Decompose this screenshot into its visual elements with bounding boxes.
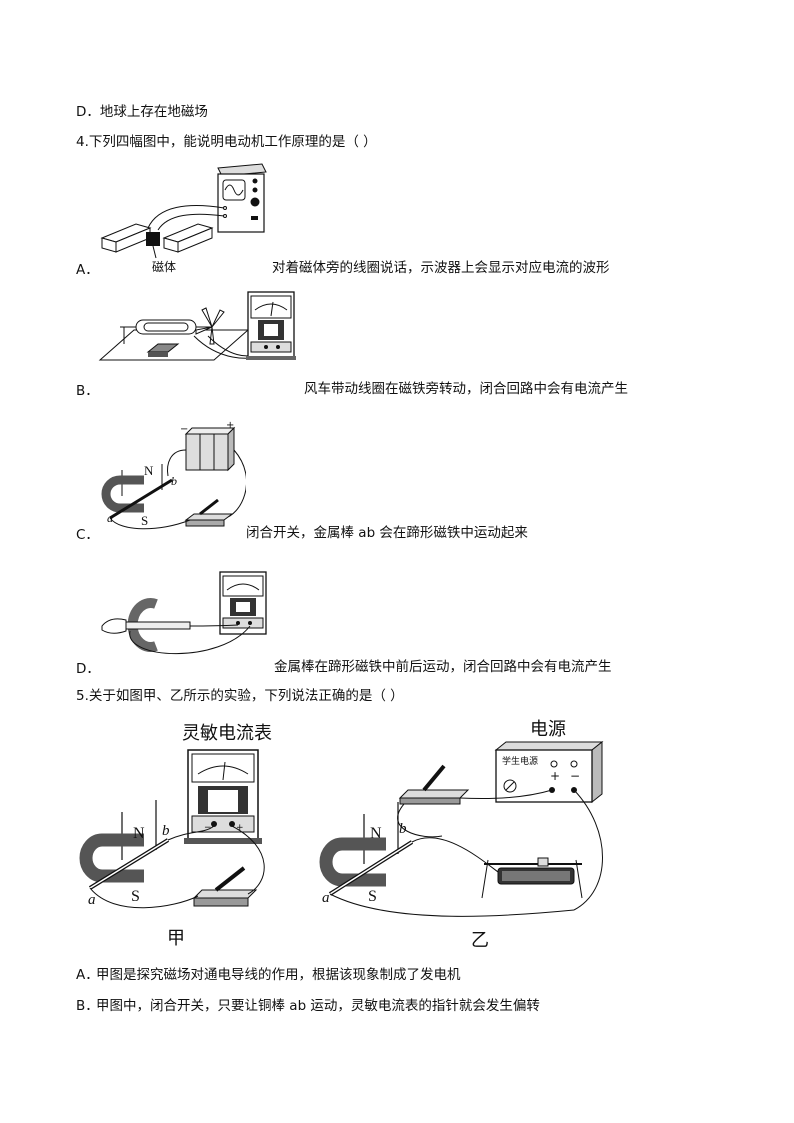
q5yi-source-minus: − (570, 769, 580, 783)
q5yi-label-a: a (322, 890, 330, 906)
q5-option-b-letter: B． (76, 998, 99, 1014)
q4-option-a-text: 对着磁体旁的线圈说话，示波器上会显示对应电流的波形 (272, 260, 610, 276)
q5-caption-yi: 乙 (471, 930, 489, 951)
q5-figure-yi: + − (312, 740, 612, 926)
q4-figure-d (100, 568, 272, 668)
q4-option-c-letter: C． (76, 527, 99, 543)
q3-option-d: D．地球上存在地磁场 (76, 104, 208, 120)
q5jia-label-n: N (133, 825, 145, 842)
q5-caption-jia: 甲 (167, 928, 185, 949)
q4c-battery-minus: − (180, 424, 188, 435)
q4c-label-n: N (144, 463, 154, 478)
q5jia-meter-plus: + (236, 823, 244, 833)
q5yi-source-plus: + (550, 769, 560, 783)
q4-stem: 4.下列四幅图中，能说明电动机工作原理的是（ ） (76, 134, 377, 150)
q4-figure-a (98, 162, 268, 274)
q5jia-label-a: a (88, 892, 96, 908)
q4c-label-s: S (141, 513, 149, 528)
q4-option-d-letter: D． (76, 661, 100, 677)
q5-option-a-text: 甲图是探究磁场对通电导线的作用，根据该现象制成了发电机 (96, 967, 461, 983)
q5-option-a-letter: A． (76, 967, 99, 983)
q4-option-d-text: 金属棒在蹄形磁铁中前后运动，闭合回路中会有电流产生 (274, 659, 612, 675)
q5jia-meter-minus: − (204, 823, 212, 833)
q5-stem: 5.关于如图甲、乙所示的实验，下列说法正确的是（ ） (76, 688, 404, 704)
q5-source-panel-label: 学生电源 (502, 757, 539, 767)
q4c-label-b: b (171, 474, 177, 488)
q4-figure-c: − + (100, 420, 246, 534)
q5jia-label-s: S (131, 888, 140, 905)
q5jia-label-b: b (162, 823, 170, 839)
q4-option-b-text: 风车带动线圈在磁铁旁转动，闭合回路中会有电流产生 (304, 381, 628, 397)
q4a-magnet-label: 磁体 (152, 260, 177, 274)
q5-source-title: 电源 (530, 719, 566, 740)
q4c-battery-plus: + (226, 420, 234, 431)
q4-option-b-letter: B． (76, 383, 99, 399)
q4-figure-b (98, 290, 300, 368)
q5yi-label-b: b (399, 821, 407, 837)
q4-option-a-letter: A． (76, 262, 99, 278)
q5yi-label-s: S (368, 888, 377, 905)
q5yi-label-n: N (370, 825, 382, 842)
q4-option-c-text: 闭合开关，金属棒 ab 会在蹄形磁铁中运动起来 (246, 525, 528, 541)
q4c-label-a: a (107, 511, 113, 525)
q5-figure-jia: − + (74, 748, 274, 928)
q5-meter-title: 灵敏电流表 (182, 723, 272, 744)
q5-option-b-text: 甲图中，闭合开关，只要让铜棒 ab 运动，灵敏电流表的指针就会发生偏转 (96, 998, 540, 1014)
